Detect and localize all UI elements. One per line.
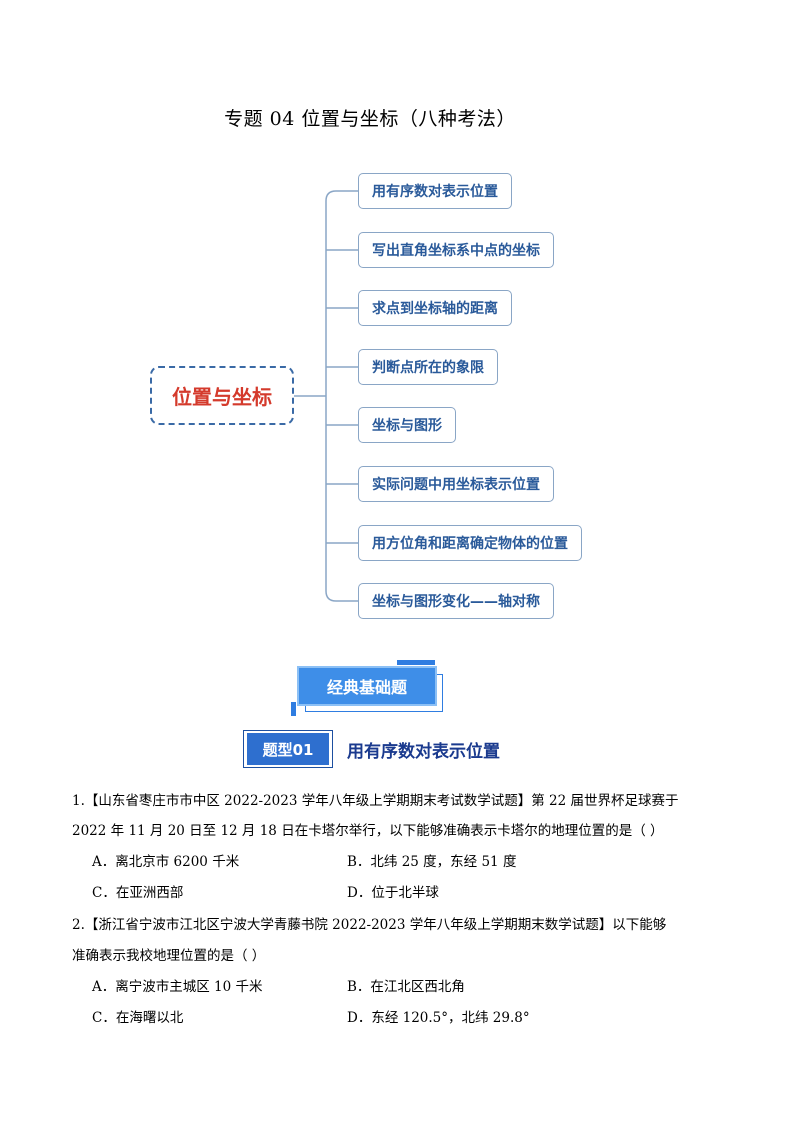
mindmap-branch: 判断点所在的象限 — [358, 349, 498, 385]
question-2-option-b: B．在江北区西北角 — [347, 979, 465, 995]
question-2-option-d: D．东经 120.5°，北纬 29.8° — [347, 1010, 530, 1026]
question-1-text-line2: 2022 年 11 月 20 日至 12 月 18 日在卡塔尔举行，以下能够准确… — [72, 823, 664, 839]
section-header: 经典基础题 — [291, 660, 447, 716]
question-2-text-line2: 准确表示我校地理位置的是（ ） — [72, 948, 266, 964]
mindmap-branch: 坐标与图形 — [358, 407, 456, 443]
mindmap-branch: 用方位角和距离确定物体的位置 — [358, 525, 582, 561]
mindmap-branch: 求点到坐标轴的距离 — [358, 290, 512, 326]
question-1-option-b: B．北纬 25 度，东经 51 度 — [347, 854, 517, 870]
question-2-option-c: C．在海曙以北 — [92, 1010, 184, 1026]
topic-badge-label: 题型01 — [247, 733, 329, 765]
topic-title: 用有序数对表示位置 — [347, 742, 500, 762]
topic-badge: 题型01 — [243, 730, 333, 768]
mindmap-branch: 用有序数对表示位置 — [358, 173, 512, 209]
question-1-option-a: A．离北京市 6200 千米 — [92, 854, 240, 870]
question-2-text-line1: 2.【浙江省宁波市江北区宁波大学青藤书院 2022-2023 学年八年级上学期期… — [72, 917, 667, 933]
question-1-option-c: C．在亚洲西部 — [92, 885, 184, 901]
mindmap-branch: 坐标与图形变化——轴对称 — [358, 583, 554, 619]
page-title: 专题 04 位置与坐标（八种考法） — [224, 108, 516, 130]
question-1-option-d: D．位于北半球 — [347, 885, 439, 901]
section-header-label: 经典基础题 — [297, 666, 437, 706]
section-header-accent — [291, 702, 296, 716]
question-2-option-a: A．离宁波市主城区 10 千米 — [92, 979, 263, 995]
mindmap-branch: 写出直角坐标系中点的坐标 — [358, 232, 554, 268]
mindmap-branch: 实际问题中用坐标表示位置 — [358, 466, 554, 502]
question-1-text-line1: 1.【山东省枣庄市市中区 2022-2023 学年八年级上学期期末考试数学试题】… — [72, 793, 679, 809]
section-header-accent — [397, 660, 435, 665]
mindmap-center-node: 位置与坐标 — [150, 366, 294, 425]
